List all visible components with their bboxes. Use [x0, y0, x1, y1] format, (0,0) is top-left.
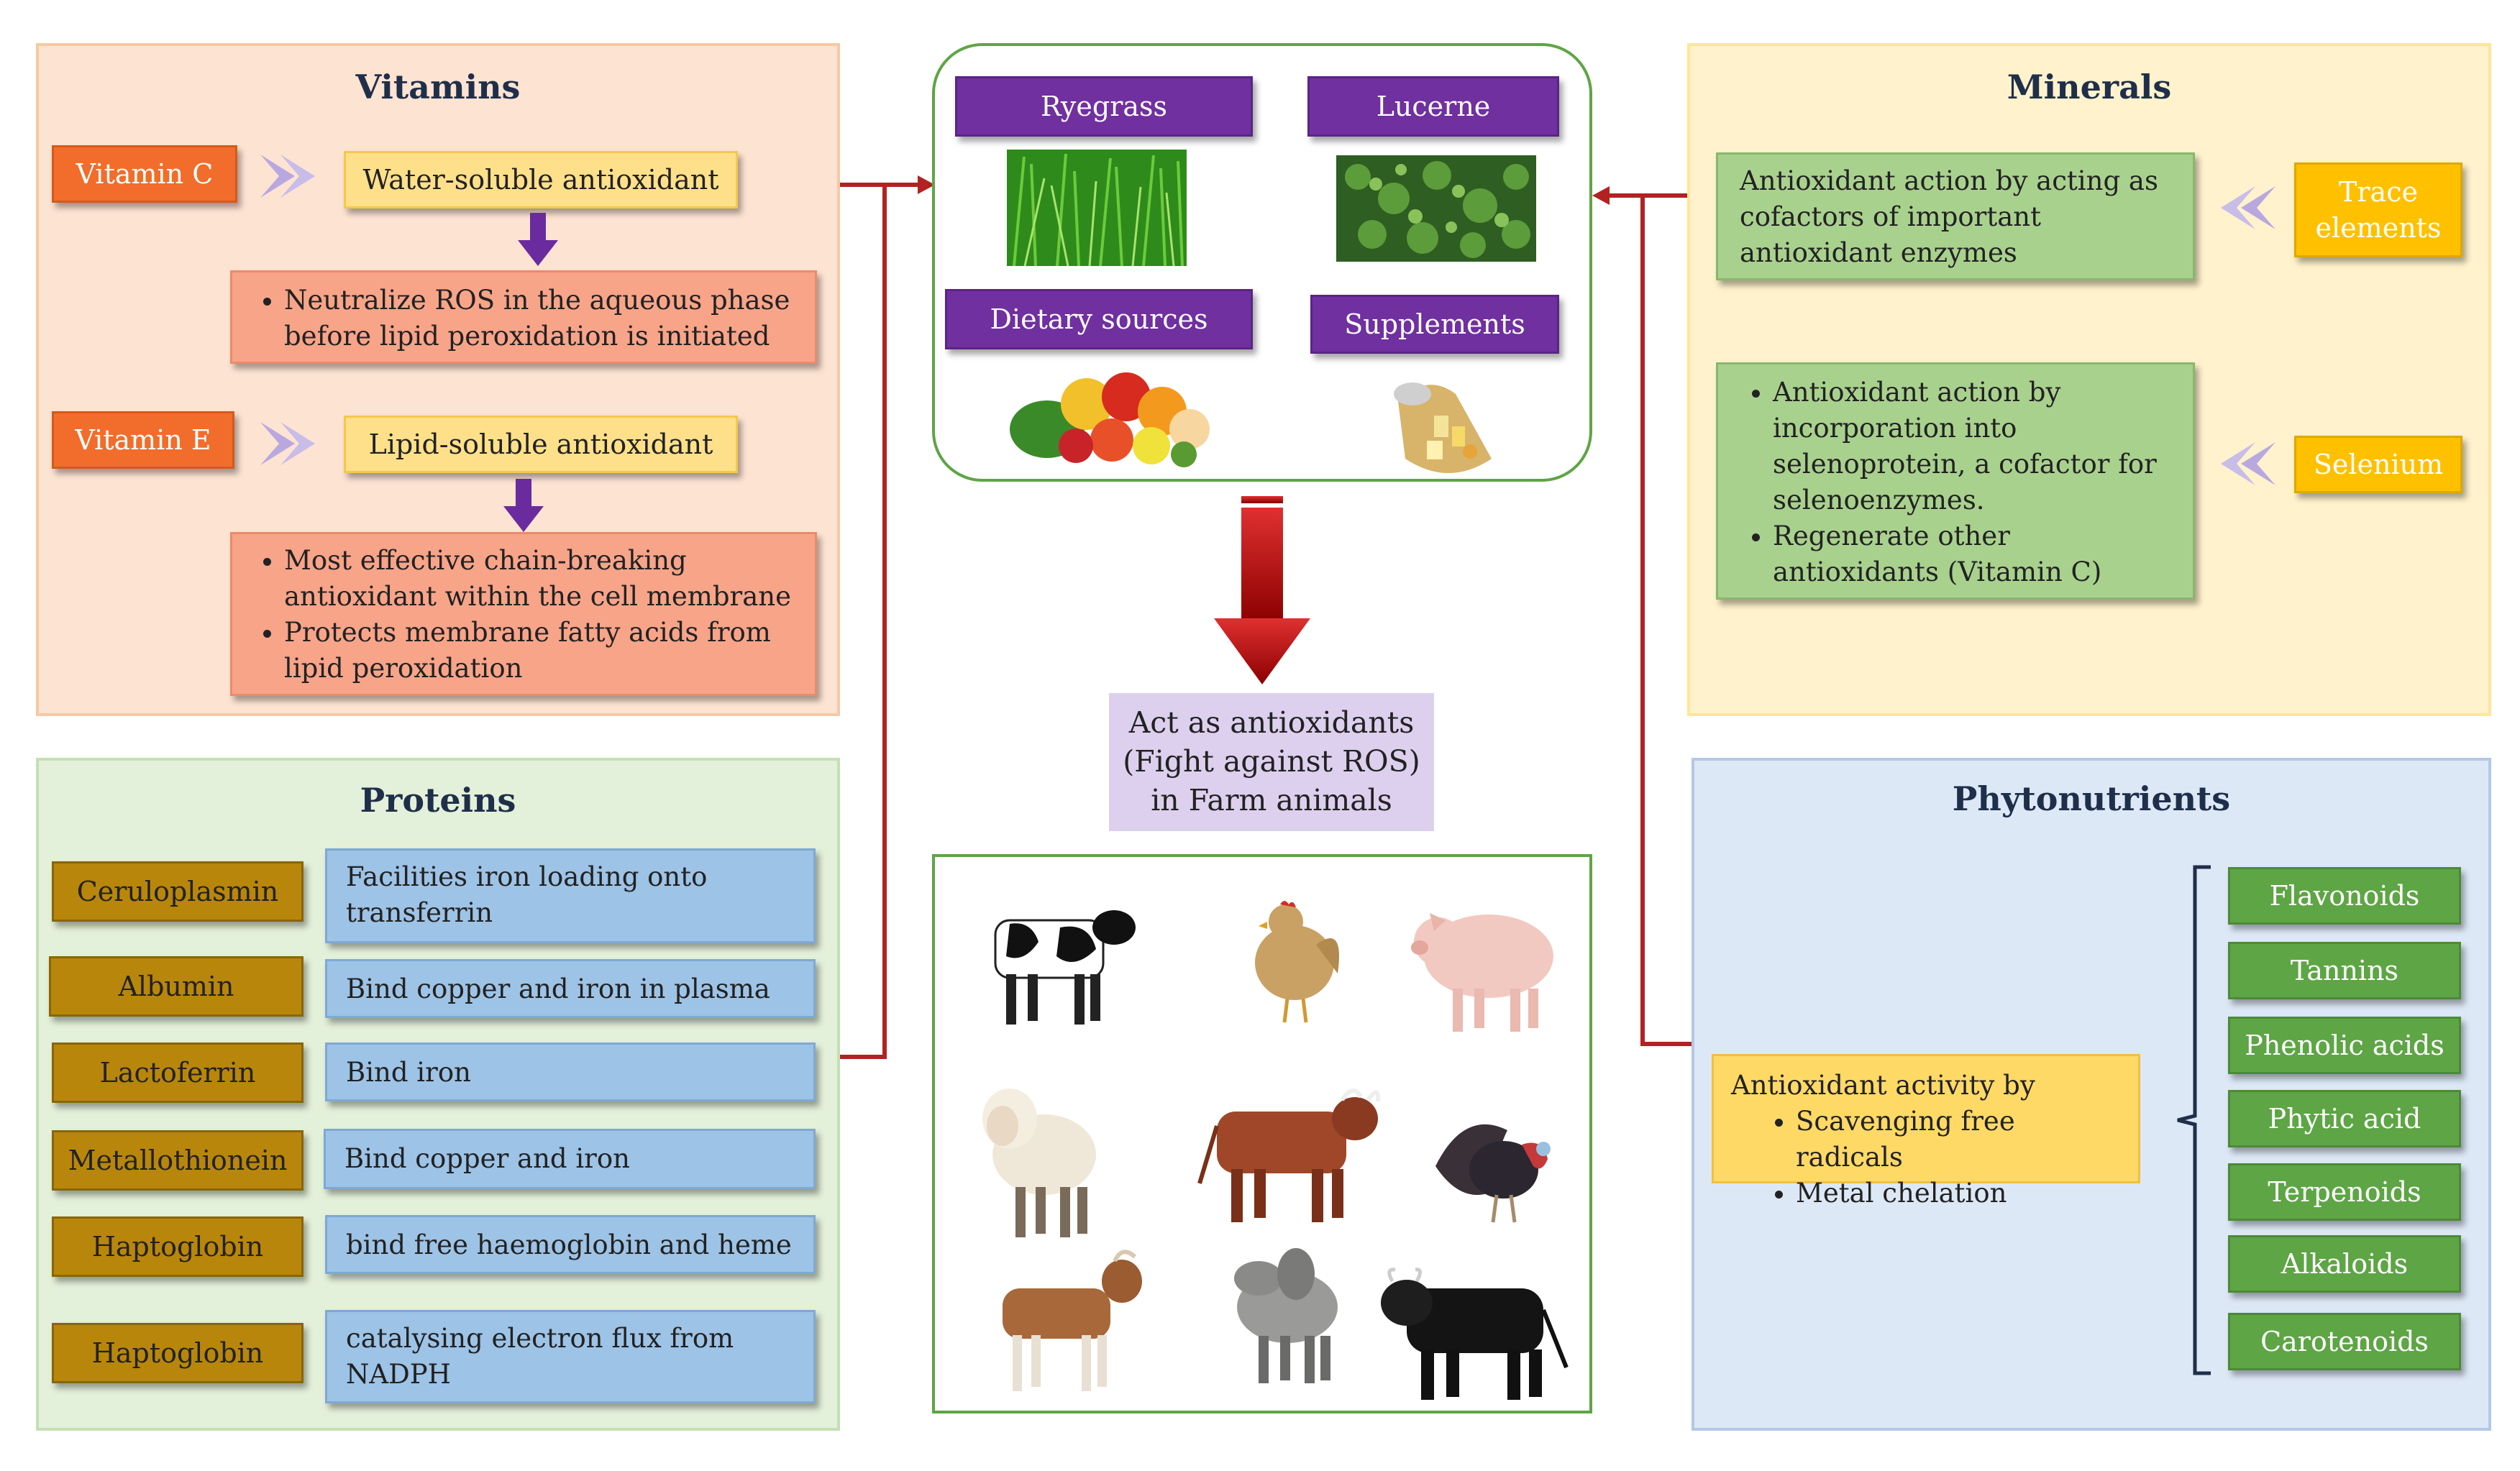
lucerne-image: [1336, 155, 1536, 262]
vitamin-c-type: Water-soluble antioxidant: [344, 151, 738, 208]
protein-desc: Bind iron: [325, 1042, 816, 1101]
vitamin-c-bullet-1: Neutralize ROS in the aqueous phase befo…: [284, 283, 803, 354]
chevron-right-icon: [260, 155, 315, 198]
protein-name: Ceruloplasmin: [52, 861, 303, 922]
turkey-icon: [1435, 1124, 1551, 1223]
fruits-vegetables-image: [1010, 372, 1210, 467]
trace-elements-tag: Trace elements: [2294, 162, 2462, 257]
phyto-item: Phenolic acids: [2228, 1017, 2461, 1074]
result-box: Act as antioxidants (Fight against ROS) …: [1109, 693, 1434, 831]
protein-desc: Bind copper and iron: [324, 1129, 816, 1189]
arrow-down-icon: [518, 213, 558, 266]
sheep-icon: [982, 1089, 1096, 1237]
protein-name: Haptoglobin: [52, 1216, 303, 1277]
chevron-left-icon: [2221, 186, 2275, 229]
phyto-activity-bullet-1: Scavenging free radicals: [1796, 1104, 2121, 1176]
chevron-right-icon: [260, 422, 315, 465]
chevron-left-icon: [2221, 442, 2275, 485]
selenium-bullet-2: Regenerate other antioxidants (Vitamin C…: [1773, 518, 2178, 590]
vitamin-c-tag: Vitamin C: [52, 145, 237, 203]
arrow-down-icon: [1214, 496, 1310, 684]
selenium-tag: Selenium: [2294, 436, 2462, 493]
selenium-bullet-1: Antioxidant action by incorporation into…: [1773, 375, 2178, 518]
protein-desc: catalysing electron flux from NADPH: [325, 1310, 816, 1403]
minerals-title: Minerals: [2007, 68, 2172, 106]
goat-icon: [1003, 1250, 1142, 1391]
ryegrass-image: [1007, 150, 1187, 266]
pig-icon: [1411, 913, 1553, 1032]
cow-icon: [994, 910, 1136, 1025]
supplements-image: [1394, 382, 1492, 473]
vitamin-e-bullet-1: Most effective chain-breaking antioxidan…: [284, 543, 803, 615]
result-line-1: Act as antioxidants: [1128, 705, 1415, 740]
phyto-item: Terpenoids: [2228, 1163, 2461, 1221]
vitamin-e-bullets: Most effective chain-breaking antioxidan…: [230, 532, 817, 696]
chicken-icon: [1255, 901, 1339, 1023]
vitamin-e-type: Lipid-soluble antioxidant: [344, 416, 738, 473]
phyto-item: Alkaloids: [2228, 1235, 2461, 1293]
phyto-item: Phytic acid: [2228, 1090, 2461, 1147]
trace-elements-label-1: Trace: [2339, 176, 2418, 208]
protein-desc: Bind copper and iron in plasma: [325, 959, 816, 1018]
trace-elements-label-2: elements: [2315, 212, 2442, 244]
phyto-item: Flavonoids: [2228, 867, 2461, 925]
vitamin-e-tag: Vitamin E: [52, 411, 234, 469]
result-line-2: (Fight against ROS): [1123, 744, 1420, 779]
vitamin-e-bullet-2: Protects membrane fatty acids from lipid…: [284, 615, 803, 687]
dietary-sources-label: Dietary sources: [945, 289, 1253, 349]
result-line-3: in Farm animals: [1151, 783, 1392, 817]
ox-icon: [1197, 1089, 1381, 1222]
phyto-activity-box: Antioxidant activity by Scavenging free …: [1712, 1054, 2140, 1209]
bull-icon: [1381, 1268, 1569, 1400]
vitamin-c-bullets: Neutralize ROS in the aqueous phase befo…: [230, 270, 817, 364]
protein-desc: bind free haemoglobin and heme: [325, 1215, 816, 1274]
ryegrass-label: Ryegrass: [955, 76, 1253, 137]
vitamins-title: Vitamins: [355, 68, 521, 106]
protein-name: Albumin: [49, 956, 303, 1017]
phyto-activity-bullet-2: Metal chelation: [1796, 1176, 2121, 1211]
selenium-desc: Antioxidant action by incorporation into…: [1716, 362, 2195, 600]
protein-name: Haptoglobin: [52, 1323, 303, 1383]
phyto-item: Tannins: [2228, 942, 2461, 999]
supplements-label: Supplements: [1310, 295, 1559, 354]
arrow-down-icon: [503, 479, 544, 532]
phyto-activity-title: Antioxidant activity by: [1731, 1070, 2035, 1101]
farm-animals-panel: [932, 854, 1592, 1413]
phytonutrients-title: Phytonutrients: [1952, 779, 2231, 818]
phyto-item: Carotenoids: [2228, 1313, 2461, 1370]
protein-desc: Facilities iron loading onto transferrin: [325, 848, 816, 943]
zebu-icon: [1234, 1248, 1338, 1383]
trace-elements-desc: Antioxidant action by acting as cofactor…: [1716, 152, 2195, 280]
proteins-title: Proteins: [360, 781, 516, 820]
protein-name: Lactoferrin: [52, 1042, 303, 1103]
brace-icon: [2177, 865, 2211, 1375]
protein-name: Metallothionein: [52, 1130, 303, 1191]
lucerne-label: Lucerne: [1307, 76, 1559, 137]
